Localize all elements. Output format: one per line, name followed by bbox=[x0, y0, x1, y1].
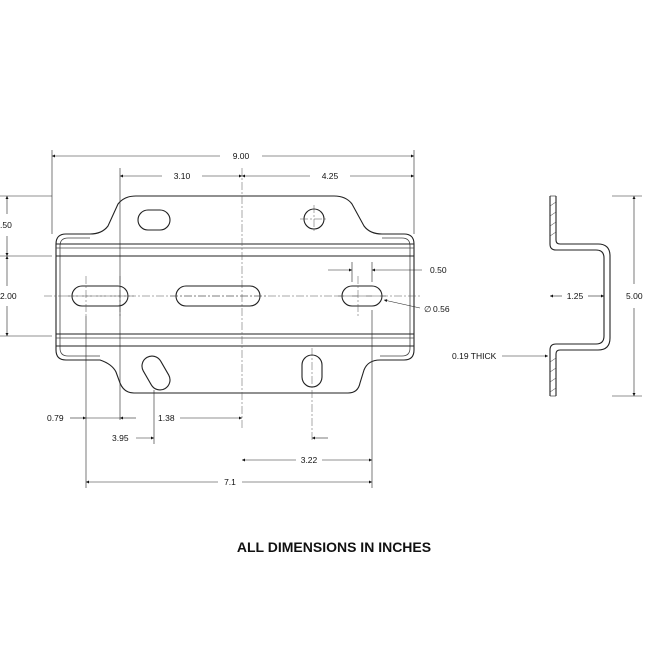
dim-thickness: 0.19 THICK bbox=[452, 351, 497, 361]
dim-hole-to-slot: 3.22 bbox=[301, 455, 318, 465]
dim-hole-diameter: 0.56 bbox=[433, 304, 450, 314]
dim-offset-right: 4.25 bbox=[322, 171, 339, 181]
dim-overall-width: 9.00 bbox=[233, 151, 250, 161]
dim-mid-height: 2.00 bbox=[0, 291, 17, 301]
dim-edge-left: 0.79 bbox=[47, 413, 64, 423]
bracket-inner-outline bbox=[59, 237, 411, 357]
profile-hatching bbox=[549, 201, 557, 393]
bracket-outline bbox=[55, 195, 415, 394]
side-view: 5.00 1.25 0.19 THICK bbox=[452, 195, 643, 397]
dim-slot-span: 7.1 bbox=[224, 477, 236, 487]
tab-slot-bottom-left bbox=[141, 355, 171, 391]
profile-inner bbox=[555, 196, 611, 396]
tab-slot-top-left bbox=[137, 209, 171, 231]
dim-tab-offset: 1.38 bbox=[158, 413, 175, 423]
dim-upper-flange: .50 bbox=[0, 220, 12, 230]
dim-tab-left: 3.95 bbox=[112, 433, 129, 443]
dim-offset-left: 3.10 bbox=[174, 171, 191, 181]
profile-outer bbox=[549, 196, 605, 396]
dim-profile-height: 5.00 bbox=[626, 291, 643, 301]
dimension-note: ALL DIMENSIONS IN INCHES bbox=[237, 539, 431, 555]
dim-profile-depth: 1.25 bbox=[567, 291, 584, 301]
dim-slot-width: 0.50 bbox=[430, 265, 447, 275]
front-view bbox=[44, 168, 422, 440]
front-dimensions: 9.00 3.10 4.25 .50 2.00 0.50 ∅ 0.56 bbox=[0, 150, 450, 488]
dim-diameter-symbol: ∅ bbox=[424, 304, 432, 314]
